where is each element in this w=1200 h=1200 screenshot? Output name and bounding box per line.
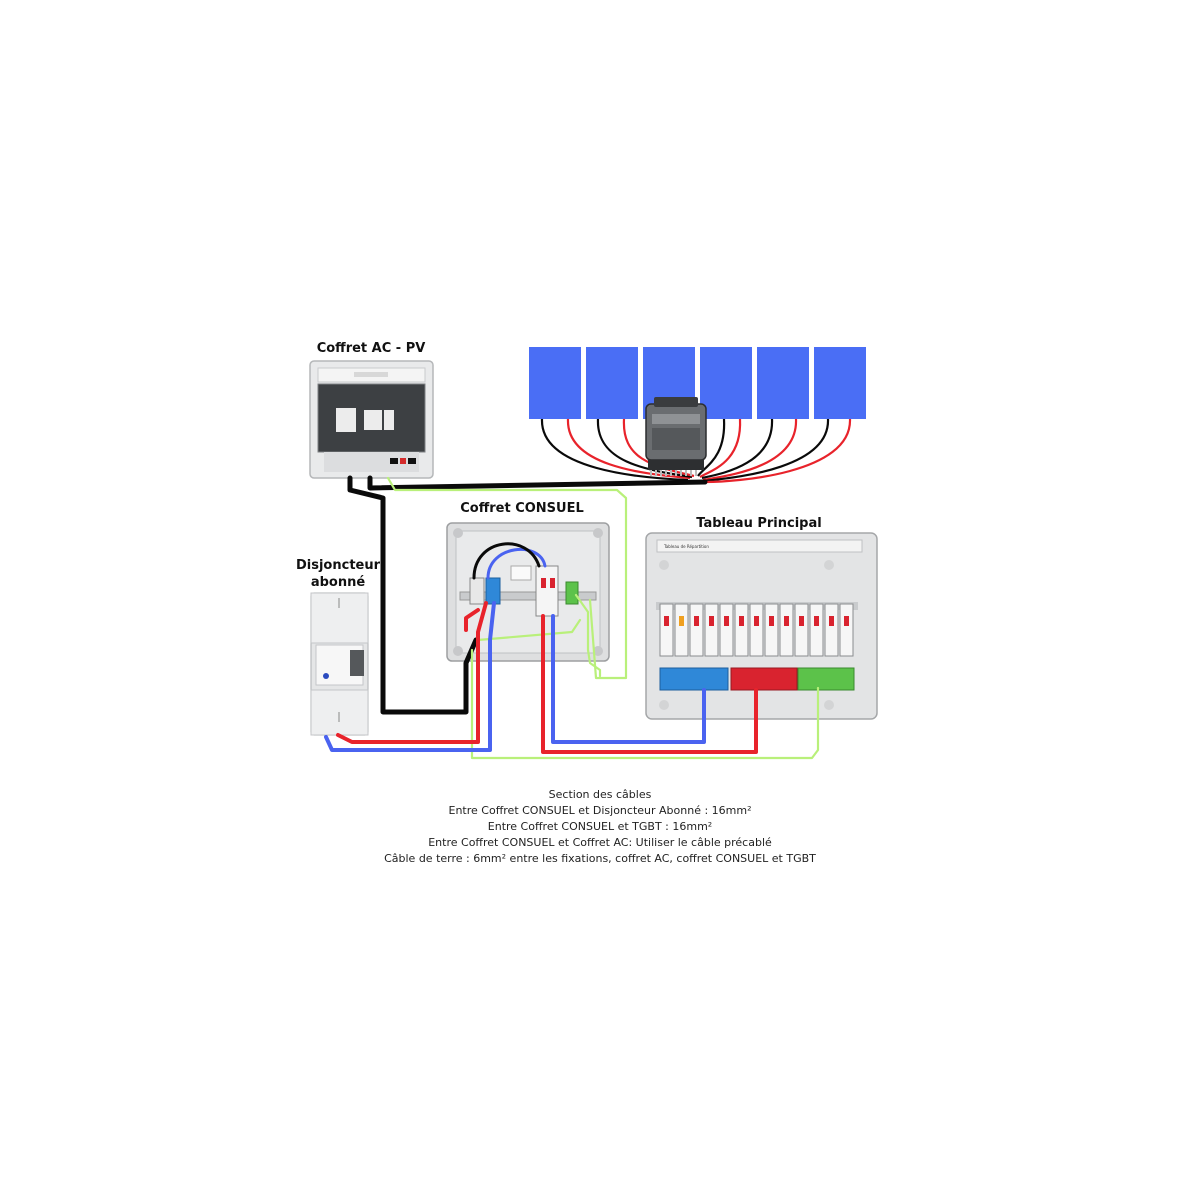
breaker-toggle [664,616,669,626]
breaker-toggle [814,616,819,626]
breaker-toggle [799,616,804,626]
breaker-toggle [694,616,699,626]
breaker-toggle [679,616,684,626]
circuit-breaker [809,603,824,657]
wires [324,475,820,760]
notes-title: Section des câbles [548,788,652,801]
red-consuel-to-tableau-wire [541,614,758,754]
phase-terminal-bar [730,667,798,691]
tableau-principal: Tableau de Répartition [645,532,878,720]
notes-line: Entre Coffret CONSUEL et Disjoncteur Abo… [448,804,752,817]
solar-panel [586,347,638,419]
green-ac-earth-wire [386,476,628,680]
circuit-breaker [764,603,779,657]
circuit-breaker [704,603,719,657]
solar-panel [529,347,581,419]
breaker-toggle [844,616,849,626]
notes-line: Câble de terre : 6mm² entre les fixation… [384,852,816,865]
breaker-toggle [769,616,774,626]
circuit-breaker [839,603,854,657]
coffret-ac-pv-label: Coffret AC - PV [317,341,426,356]
green-consuel-earth-wire [574,593,602,678]
tableau-header-text: Tableau de Répartition [663,544,709,549]
circuit-breaker [734,603,749,657]
solar-panel [700,347,752,419]
solar-panel [757,347,809,419]
circuit-breaker [794,603,809,657]
disjoncteur-label-line1: Disjoncteur [296,558,381,573]
blue-internal-loop-wire [486,547,547,580]
solar-panel [814,347,866,419]
notes-line: Entre Coffret CONSUEL et TGBT : 16mm² [487,820,713,833]
breaker-toggle [829,616,834,626]
black-internal-loop-wire [472,542,541,580]
circuit-breaker [689,603,704,657]
circuit-breaker [779,603,794,657]
circuit-breaker [674,603,689,657]
breaker-toggle [739,616,744,626]
black-ac-to-consuel-wire [347,475,479,715]
breaker-row [659,603,854,657]
circuit-breaker [749,603,764,657]
breaker-toggle [724,616,729,626]
disjoncteur-label-line2: abonné [311,575,366,590]
coffret-consuel [446,522,610,662]
blue-disjoncteur-to-consuel-wire [324,601,496,752]
breaker-toggle [784,616,789,626]
circuit-breaker [659,603,674,657]
red-disjoncteur-to-consuel-wire [336,601,488,744]
disjoncteur-abonne [310,592,369,736]
neutral-terminal-bar [659,667,729,691]
micro-inverter [645,397,707,476]
earth-terminal-bar [797,667,855,691]
breaker-toggle [709,616,714,626]
cable-section-notes: Section des câbles Entre Coffret CONSUEL… [0,787,1200,867]
coffret-consuel-label: Coffret CONSUEL [460,501,584,516]
tableau-principal-label: Tableau Principal [696,516,821,531]
coffret-ac-pv [309,360,434,479]
green-tableau-earth-wire [470,648,820,760]
circuit-breaker [719,603,734,657]
red-internal-wire [464,608,480,632]
solar-panel-array [529,347,866,419]
breaker-toggle [754,616,759,626]
black-ac-to-inverter-wire [367,475,708,491]
blue-consuel-to-tableau-wire [551,614,706,744]
notes-line: Entre Coffret CONSUEL et Coffret AC: Uti… [428,836,772,849]
circuit-breaker [824,603,839,657]
